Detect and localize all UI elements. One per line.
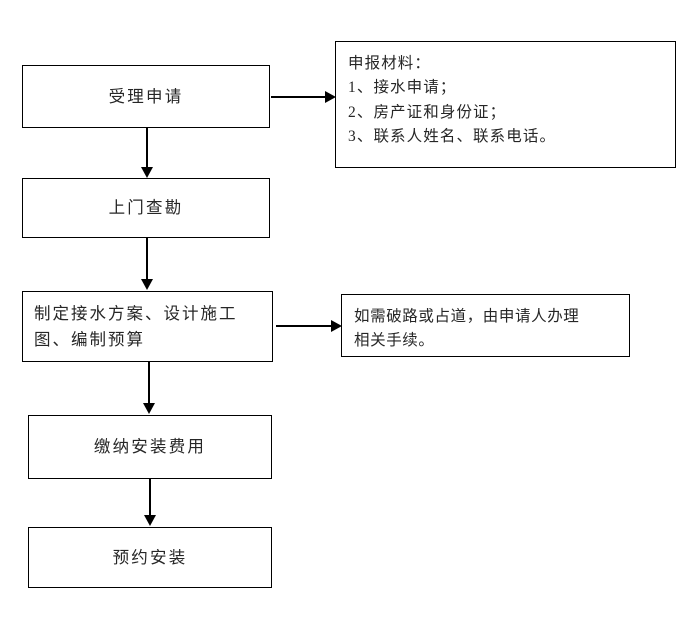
node-label: 受理申请 [108, 86, 184, 106]
process-node-site-survey[interactable]: 上门查勘 [22, 178, 270, 238]
process-node-accept-application[interactable]: 受理申请 [22, 65, 270, 128]
note-line: 申报材料： [348, 55, 432, 72]
note-line: 相关手续。 [354, 332, 435, 350]
note-required-materials[interactable]: 申报材料： 1、接水申请； 2、房产证和身份证； 3、联系人姓名、联系电话。 [335, 41, 676, 168]
process-node-plan-design-budget[interactable]: 制定接水方案、设计施工图、编制预算 [22, 291, 273, 362]
note-line: 如需破路或占道，由申请人办理 [354, 308, 580, 325]
node-label: 上门查勘 [108, 198, 184, 218]
note-line: 3、联系人姓名、联系电话。 [348, 128, 557, 146]
note-line: 2、房产证和身份证； [348, 103, 507, 121]
node-label: 缴纳安装费用 [93, 437, 207, 457]
process-node-schedule-installation[interactable]: 预约安装 [28, 527, 272, 588]
node-label: 预约安装 [112, 547, 188, 567]
note-road-occupation-procedures[interactable]: 如需破路或占道，由申请人办理 相关手续。 [341, 294, 630, 357]
node-label: 制定接水方案、设计施工图、编制预算 [34, 303, 238, 349]
process-node-pay-installation-fee[interactable]: 缴纳安装费用 [28, 415, 272, 479]
note-line: 1、接水申请； [348, 79, 457, 97]
